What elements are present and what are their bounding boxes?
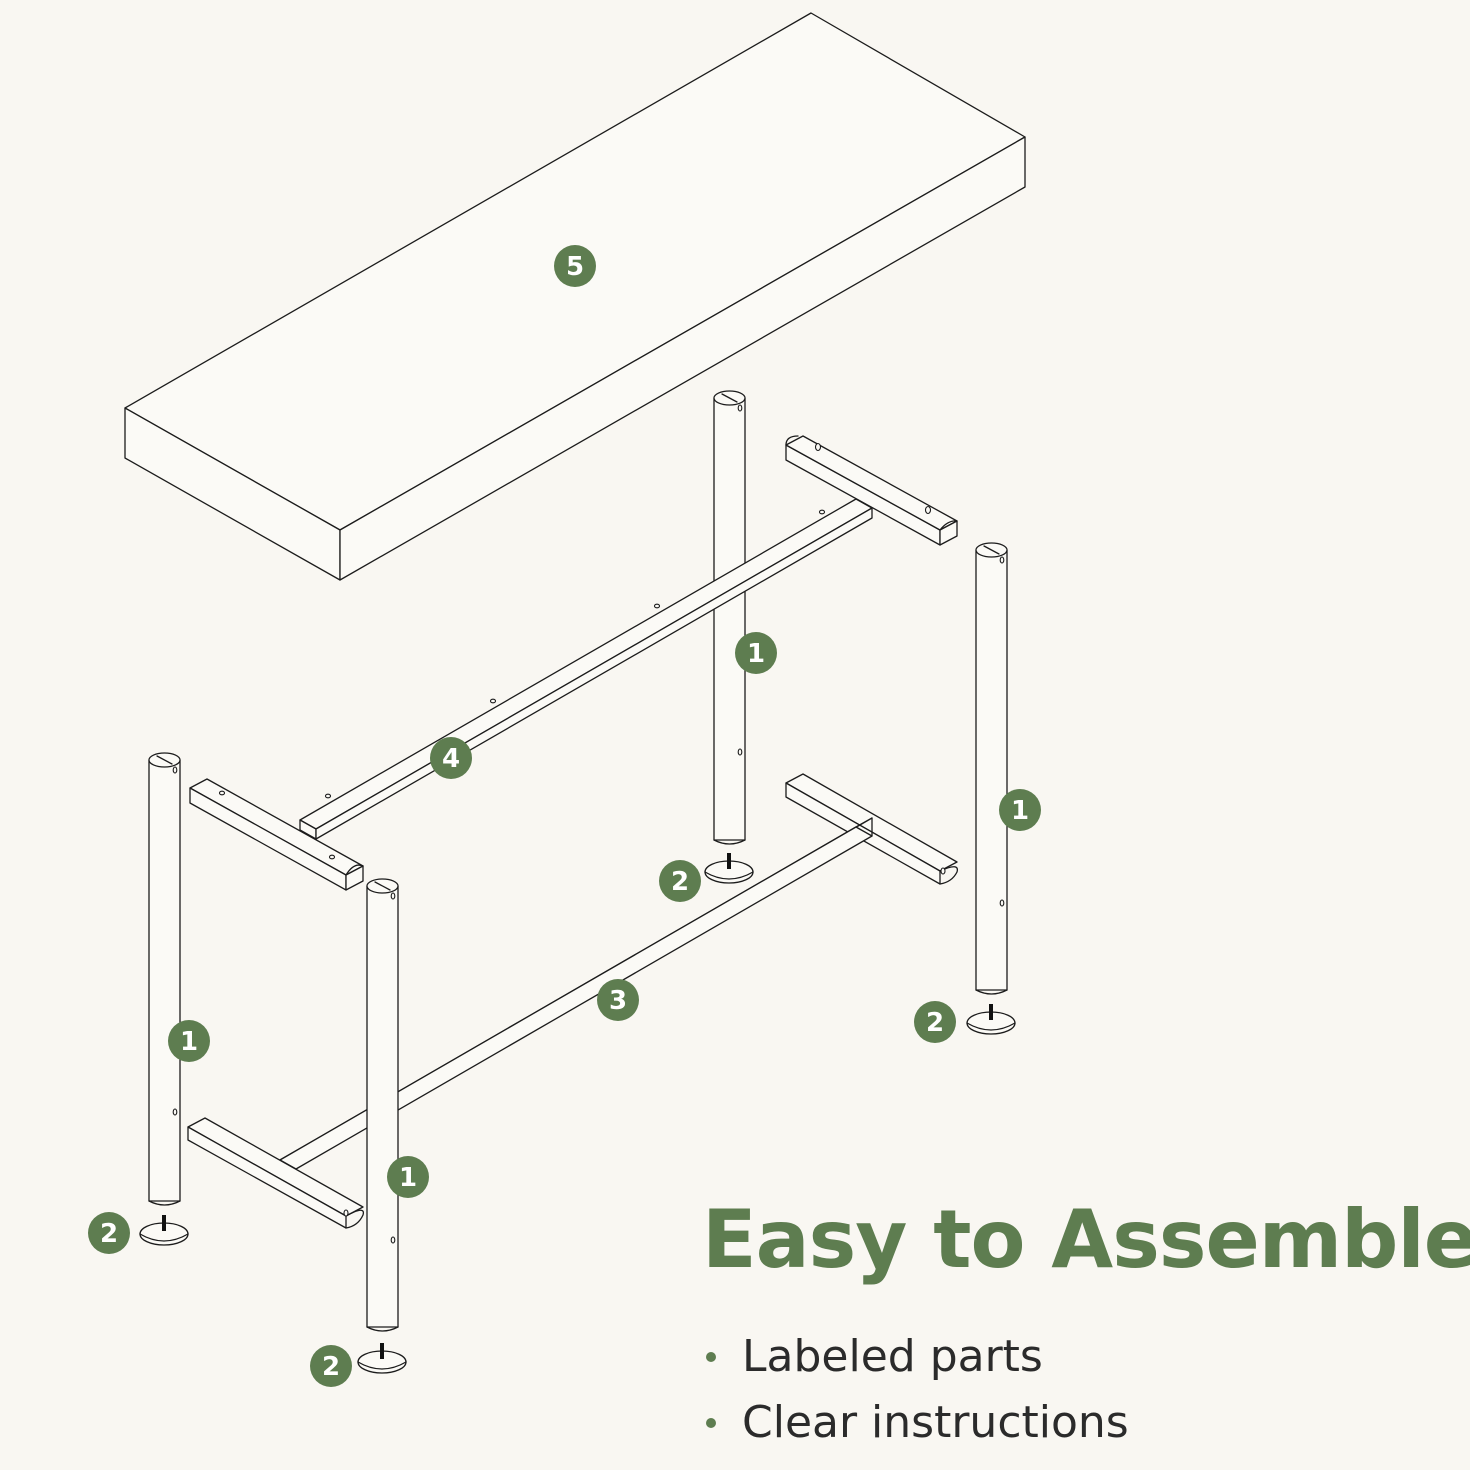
badge-part-3: 3 [597,979,639,1021]
badge-part-4-text: 4 [442,744,460,774]
bullet-icon [706,1352,716,1362]
badge-part-1-left-text: 1 [180,1027,198,1057]
badge-part-1-right: 1 [999,789,1041,831]
badge-part-3-text: 3 [609,986,627,1016]
badge-part-5-text: 5 [566,252,584,282]
headline: Easy to Assemble [702,1193,1470,1286]
foot-pad-right [966,1004,1016,1035]
badge-part-2-front: 2 [310,1345,352,1387]
leg-front-center [366,878,399,1332]
leg-right [975,542,1008,995]
badge-part-1-back: 1 [735,632,777,674]
badge-part-2-right: 2 [914,1001,956,1043]
badge-part-1-left: 1 [168,1020,210,1062]
leg-front-left [148,752,181,1206]
foot-pad-front-center [357,1343,407,1374]
badge-part-1-front: 1 [387,1156,429,1198]
badge-part-5: 5 [554,245,596,287]
badge-part-2-back-text: 2 [671,867,689,897]
feature-list: Labeled parts Clear instructions [706,1324,1129,1456]
badge-part-2-back: 2 [659,860,701,902]
feature-item: Clear instructions [706,1390,1129,1456]
badge-part-2-front-text: 2 [322,1352,340,1382]
feature-text: Labeled parts [742,1331,1043,1382]
feature-item: Labeled parts [706,1324,1129,1390]
leg-back-center [713,390,746,845]
lower-stretcher [187,773,959,1229]
badge-part-2-right-text: 2 [926,1008,944,1038]
feature-text: Clear instructions [742,1397,1129,1448]
bullet-icon [706,1418,716,1428]
badge-part-4: 4 [430,737,472,779]
foot-pad-back-center [704,853,754,884]
foot-pad-front-left [139,1215,189,1246]
badge-part-2-left-text: 2 [100,1219,118,1249]
badge-part-1-back-text: 1 [747,639,765,669]
badge-part-1-front-text: 1 [399,1163,417,1193]
badge-part-1-right-text: 1 [1011,796,1029,826]
badge-part-2-left: 2 [88,1212,130,1254]
